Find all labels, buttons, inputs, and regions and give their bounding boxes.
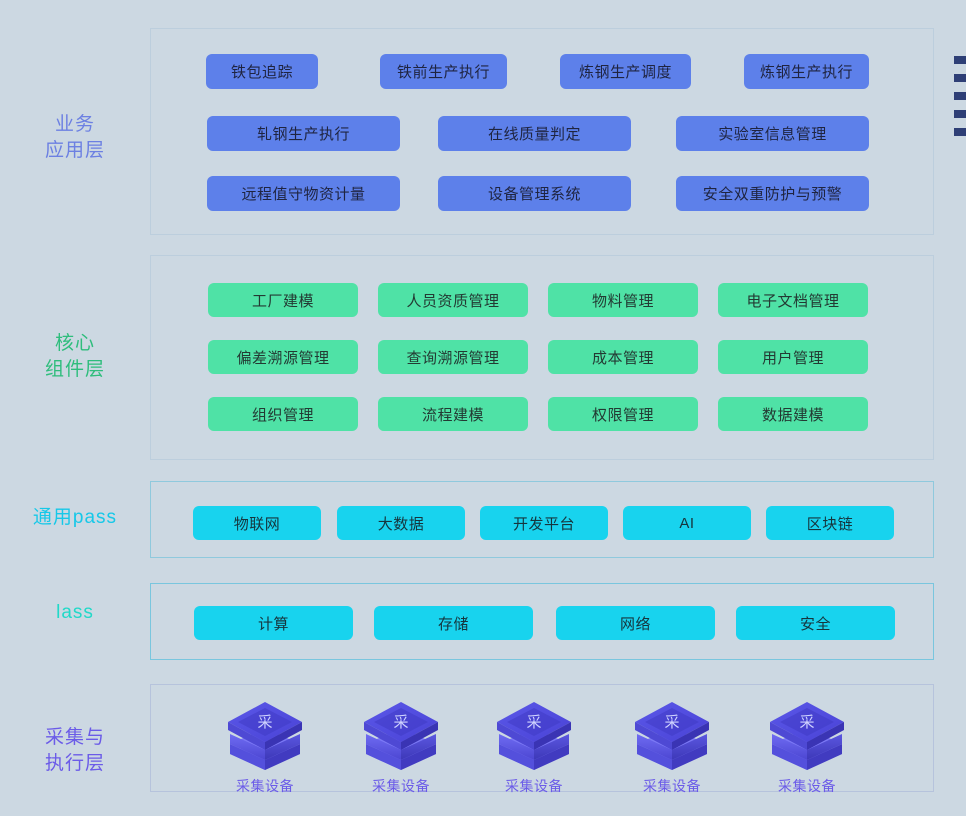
core-component-box[interactable]: 偏差溯源管理 (208, 340, 358, 374)
core-component-box[interactable]: 组织管理 (208, 397, 358, 431)
core-component-box[interactable]: 电子文档管理 (718, 283, 868, 317)
collect-device-label: 采集设备 (372, 778, 430, 794)
core-component-box[interactable]: 权限管理 (548, 397, 698, 431)
collect-device[interactable]: 采 采集设备 (612, 698, 732, 796)
svg-text:采: 采 (526, 714, 541, 731)
edge-marker (954, 110, 966, 118)
iaas-resource-box[interactable]: 网络 (556, 606, 715, 640)
collect-device[interactable]: 采 采集设备 (747, 698, 867, 796)
business-app-box[interactable]: 炼钢生产执行 (744, 54, 869, 89)
layer-label-iaas: lass (56, 602, 94, 623)
layer-panel-business (150, 28, 934, 235)
paas-service-box[interactable]: 开发平台 (480, 506, 608, 540)
collect-device[interactable]: 采 采集设备 (341, 698, 461, 796)
core-component-box[interactable]: 查询溯源管理 (378, 340, 528, 374)
svg-text:采: 采 (393, 714, 408, 731)
collect-device[interactable]: 采 采集设备 (474, 698, 594, 796)
layer-label-core: 核心 组件层 (44, 333, 105, 380)
iaas-resource-box[interactable]: 计算 (194, 606, 353, 640)
core-component-box[interactable]: 物料管理 (548, 283, 698, 317)
collect-device-cube-icon: 采 (358, 698, 444, 770)
business-app-box[interactable]: 远程值守物资计量 (207, 176, 400, 211)
collect-device-cube-icon: 采 (222, 698, 308, 770)
core-component-box[interactable]: 流程建模 (378, 397, 528, 431)
collect-device-cube-icon: 采 (629, 698, 715, 770)
paas-service-box[interactable]: AI (623, 506, 751, 540)
collect-device-cube-icon: 采 (491, 698, 577, 770)
business-app-box[interactable]: 设备管理系统 (438, 176, 631, 211)
collect-device-label: 采集设备 (505, 778, 563, 794)
edge-marker (954, 92, 966, 100)
edge-marker (954, 56, 966, 64)
collect-device-label: 采集设备 (643, 778, 701, 794)
collect-device-label: 采集设备 (236, 778, 294, 794)
layer-panel-iaas (150, 583, 934, 660)
core-component-box[interactable]: 成本管理 (548, 340, 698, 374)
layer-label-business: 业务 应用层 (44, 114, 105, 161)
iaas-resource-box[interactable]: 存储 (374, 606, 533, 640)
layer-panel-core (150, 255, 934, 460)
layer-label-paas: 通用pass (32, 507, 118, 528)
edge-marker (954, 128, 966, 136)
svg-text:采: 采 (664, 714, 679, 731)
business-app-box[interactable]: 轧钢生产执行 (207, 116, 400, 151)
business-app-box[interactable]: 铁包追踪 (206, 54, 318, 89)
business-app-box[interactable]: 炼钢生产调度 (560, 54, 691, 89)
paas-service-box[interactable]: 大数据 (337, 506, 465, 540)
business-app-box[interactable]: 安全双重防护与预警 (676, 176, 869, 211)
business-app-box[interactable]: 铁前生产执行 (380, 54, 507, 89)
collect-device[interactable]: 采 采集设备 (205, 698, 325, 796)
edge-marker-group (950, 56, 966, 146)
iaas-resource-box[interactable]: 安全 (736, 606, 895, 640)
collect-device-cube-icon: 采 (764, 698, 850, 770)
business-app-box[interactable]: 实验室信息管理 (676, 116, 869, 151)
svg-text:采: 采 (799, 714, 814, 731)
core-component-box[interactable]: 工厂建模 (208, 283, 358, 317)
business-app-box[interactable]: 在线质量判定 (438, 116, 631, 151)
layer-panel-paas (150, 481, 934, 558)
core-component-box[interactable]: 人员资质管理 (378, 283, 528, 317)
svg-text:采: 采 (257, 714, 272, 731)
paas-service-box[interactable]: 物联网 (193, 506, 321, 540)
layer-panel-collect (150, 684, 934, 792)
paas-service-box[interactable]: 区块链 (766, 506, 894, 540)
collect-device-label: 采集设备 (778, 778, 836, 794)
edge-marker (954, 74, 966, 82)
core-component-box[interactable]: 用户管理 (718, 340, 868, 374)
layer-label-collect: 采集与 执行层 (44, 727, 105, 774)
core-component-box[interactable]: 数据建模 (718, 397, 868, 431)
